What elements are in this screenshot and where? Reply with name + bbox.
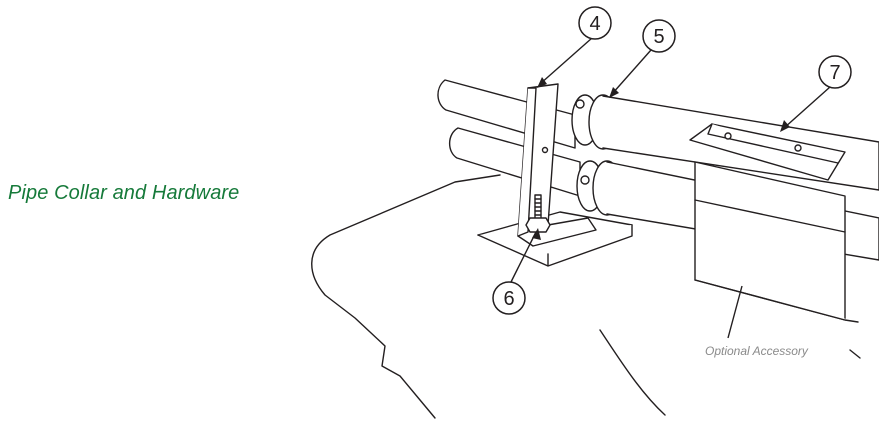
callout-label-7: 7 — [829, 62, 840, 84]
hex-nut — [525, 217, 551, 233]
collar-bolt-hole-upper — [575, 99, 585, 109]
diagram-title: Pipe Collar and Hardware — [8, 182, 240, 204]
arrowhead-4 — [537, 77, 547, 88]
leader-accessory — [727, 285, 743, 339]
accessory-panel — [694, 161, 846, 321]
accessory-panel-divider — [694, 199, 846, 233]
clamp-bolt-1 — [724, 132, 732, 140]
arrowhead-7 — [780, 120, 790, 132]
optional-accessory-caption: Optional Accessory — [705, 344, 808, 358]
callout-circle-5 — [642, 19, 676, 53]
stud-mount-hole — [541, 146, 549, 154]
clamp-bolt-2 — [794, 144, 802, 152]
callout-circle-6 — [492, 281, 526, 315]
leader-5 — [611, 49, 652, 95]
collar-bolt-hole-lower — [580, 175, 590, 185]
pipe-clamp-cover-edge — [707, 123, 839, 164]
callout-label-5: 5 — [653, 26, 664, 48]
callout-circle-7 — [818, 55, 852, 89]
back-mount-plate-edge — [477, 224, 633, 267]
platform-outline — [311, 174, 861, 419]
arrowhead-5 — [609, 87, 619, 98]
callout-label-6: 6 — [503, 288, 514, 310]
stud-threads — [534, 198, 542, 216]
leader-7 — [783, 86, 831, 129]
arrowhead-6 — [532, 228, 541, 240]
main-bracket-inner — [517, 87, 537, 237]
accessory-panel-fold — [694, 279, 859, 323]
leader-4 — [539, 37, 593, 85]
leader-6 — [509, 231, 537, 285]
callout-circle-4 — [578, 6, 612, 40]
callout-label-4: 4 — [589, 13, 600, 35]
